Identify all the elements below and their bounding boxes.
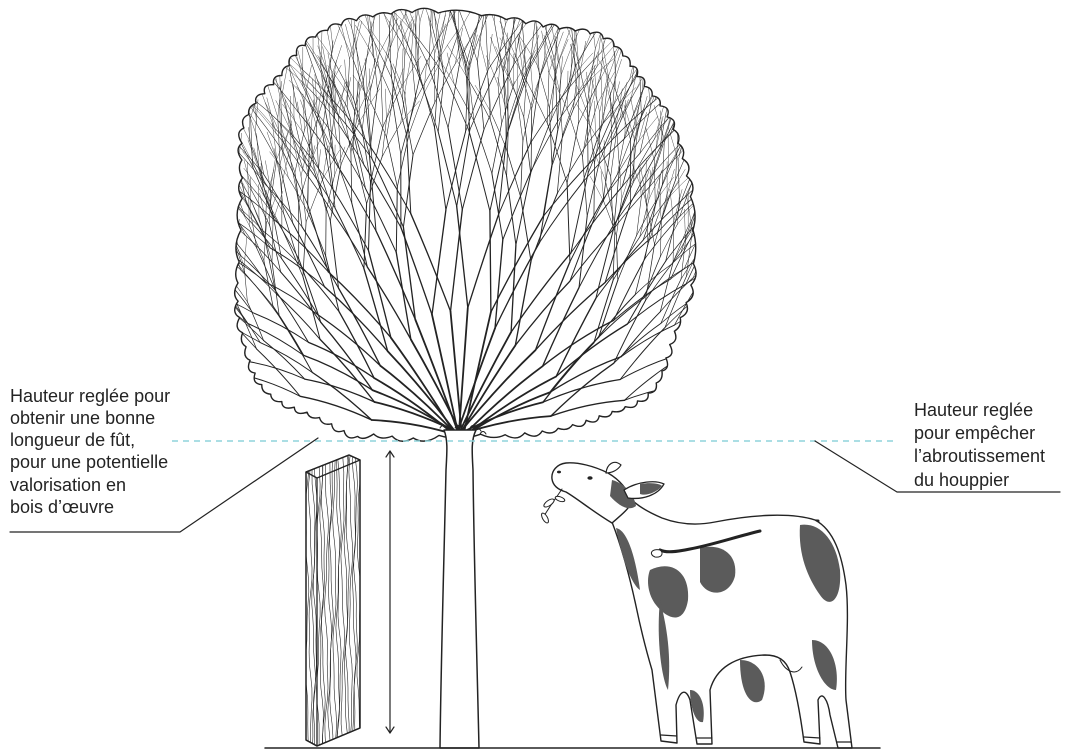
right-annotation-line: pour empêcher (914, 423, 1035, 443)
right-annotation-line: du houppier (914, 470, 1009, 490)
leaf-sprig (540, 489, 565, 524)
left-annotation-line: bois d’œuvre (10, 497, 114, 517)
right-annotation-line: Hauteur reglée (914, 400, 1033, 420)
left-annotation-line: obtenir une bonne (10, 408, 155, 428)
right-annotation-line: l’abroutissement (914, 446, 1045, 466)
left-annotation-line: Hauteur reglée pour (10, 386, 170, 406)
cow-eye (587, 476, 592, 480)
left-annotation: Hauteur reglée pour obtenir une bonne lo… (10, 386, 170, 517)
left-annotation-line: valorisation en (10, 475, 126, 495)
tree-trunk (440, 430, 479, 748)
left-annotation-line: pour une potentielle (10, 452, 168, 472)
wood-plank (305, 450, 361, 756)
cow (540, 462, 852, 748)
cow-hooves (661, 735, 851, 742)
right-annotation: Hauteur reglée pour empêcher l’abroutiss… (914, 400, 1045, 490)
left-annotation-line: longueur de fût, (10, 430, 135, 450)
height-arrow (386, 451, 394, 733)
